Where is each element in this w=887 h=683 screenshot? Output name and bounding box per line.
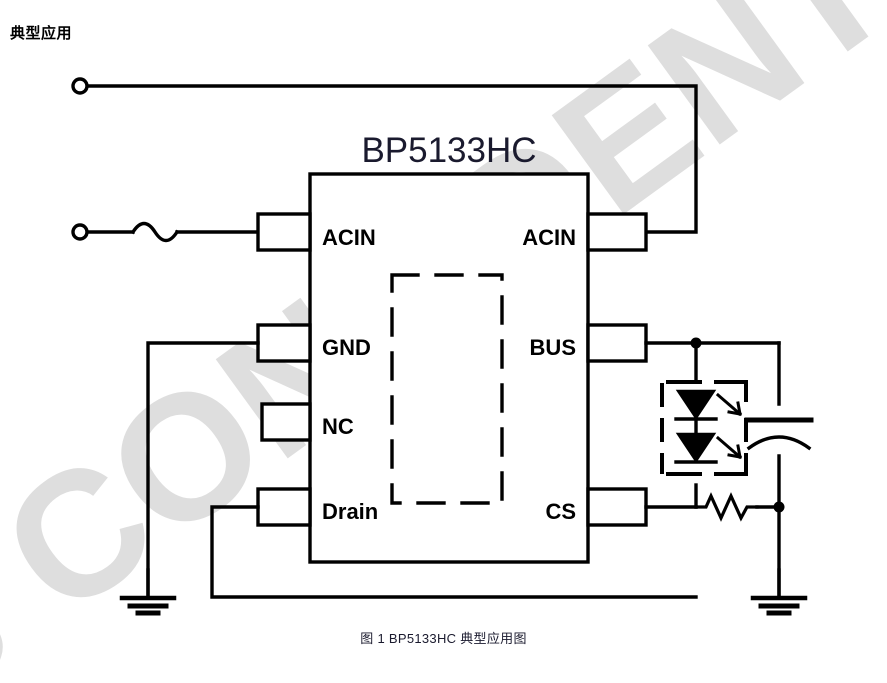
led-string (660, 380, 748, 476)
junction-bus (690, 337, 702, 349)
pin-pad-acin-right (586, 212, 648, 252)
sense-resistor (694, 492, 759, 522)
pin-label-acin-left: ACIN (322, 225, 376, 250)
wire-ac-bottom (86, 221, 260, 243)
wire-drain (210, 505, 698, 599)
pin-pad-drain (256, 487, 312, 527)
ac-terminal-top (71, 77, 89, 95)
ic-part-number: BP5133HC (361, 131, 536, 170)
wire-bus (644, 341, 781, 406)
pin-label-acin-right: ACIN (522, 225, 576, 250)
pin-pad-nc (260, 402, 312, 442)
ground-left (119, 568, 177, 616)
figure-caption: 图 1 BP5133HC 典型应用图 (360, 631, 527, 646)
pin-label-bus: BUS (530, 335, 576, 360)
ic-inner-dashed-box (390, 273, 504, 505)
pin-pad-gnd (256, 323, 312, 363)
pin-label-gnd: GND (322, 335, 371, 360)
output-capacitor (744, 417, 814, 451)
pin-label-drain: Drain (322, 499, 378, 524)
page-title: 典型应用 (10, 25, 73, 42)
ac-terminal-bottom (71, 223, 89, 241)
pin-label-nc: NC (322, 414, 354, 439)
ic-body (308, 172, 590, 564)
junction-cs-cap (773, 501, 785, 513)
pin-label-cs: CS (545, 499, 576, 524)
wire-cs (644, 454, 781, 598)
pin-pad-bus (586, 323, 648, 363)
wire-ac-top (86, 84, 698, 234)
ground-right (750, 568, 808, 616)
pin-pad-cs (586, 487, 648, 527)
wire-gnd (146, 341, 260, 598)
pin-pad-acin-left (256, 212, 312, 252)
